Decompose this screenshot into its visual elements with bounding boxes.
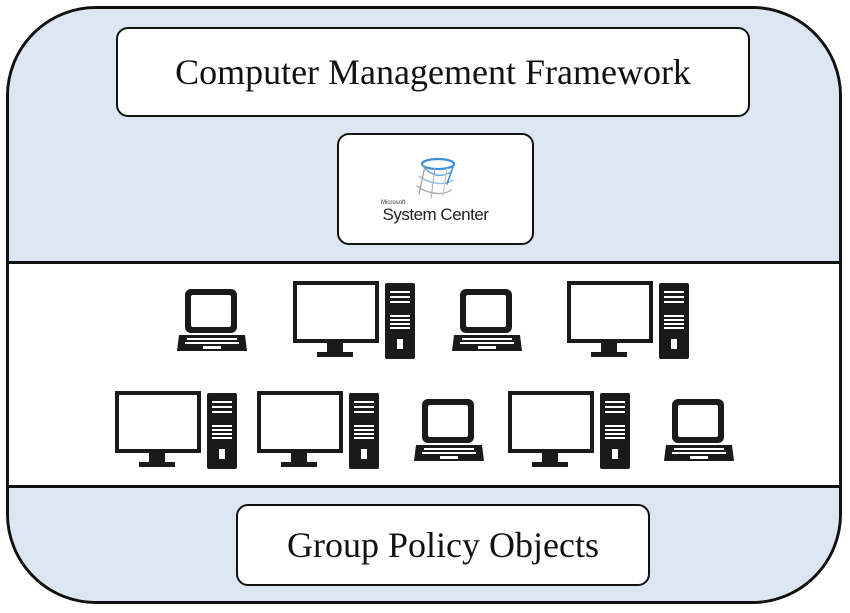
logo-product-name: System Center (382, 204, 489, 224)
framework-title-box: Computer Management Framework (116, 27, 750, 117)
desktop-computer-icon (567, 281, 689, 359)
group-policy-label: Group Policy Objects (287, 525, 599, 565)
diagram-frame: Computer Management Framework Microsoft … (6, 6, 842, 604)
logo-vendor: Microsoft (381, 199, 406, 206)
laptop-icon (452, 289, 522, 351)
desktop-computer-icon (257, 391, 379, 469)
laptop-icon (414, 399, 484, 461)
desktop-computer-icon (508, 391, 630, 469)
framework-title: Computer Management Framework (175, 52, 691, 92)
system-center-swirl-icon (415, 157, 455, 199)
desktop-computer-icon (115, 391, 237, 469)
laptop-icon (664, 399, 734, 461)
desktop-computer-icon (293, 281, 415, 359)
laptop-icon (177, 289, 247, 351)
group-policy-box: Group Policy Objects (236, 504, 650, 586)
system-center-logo-box: Microsoft System Center (337, 133, 534, 245)
